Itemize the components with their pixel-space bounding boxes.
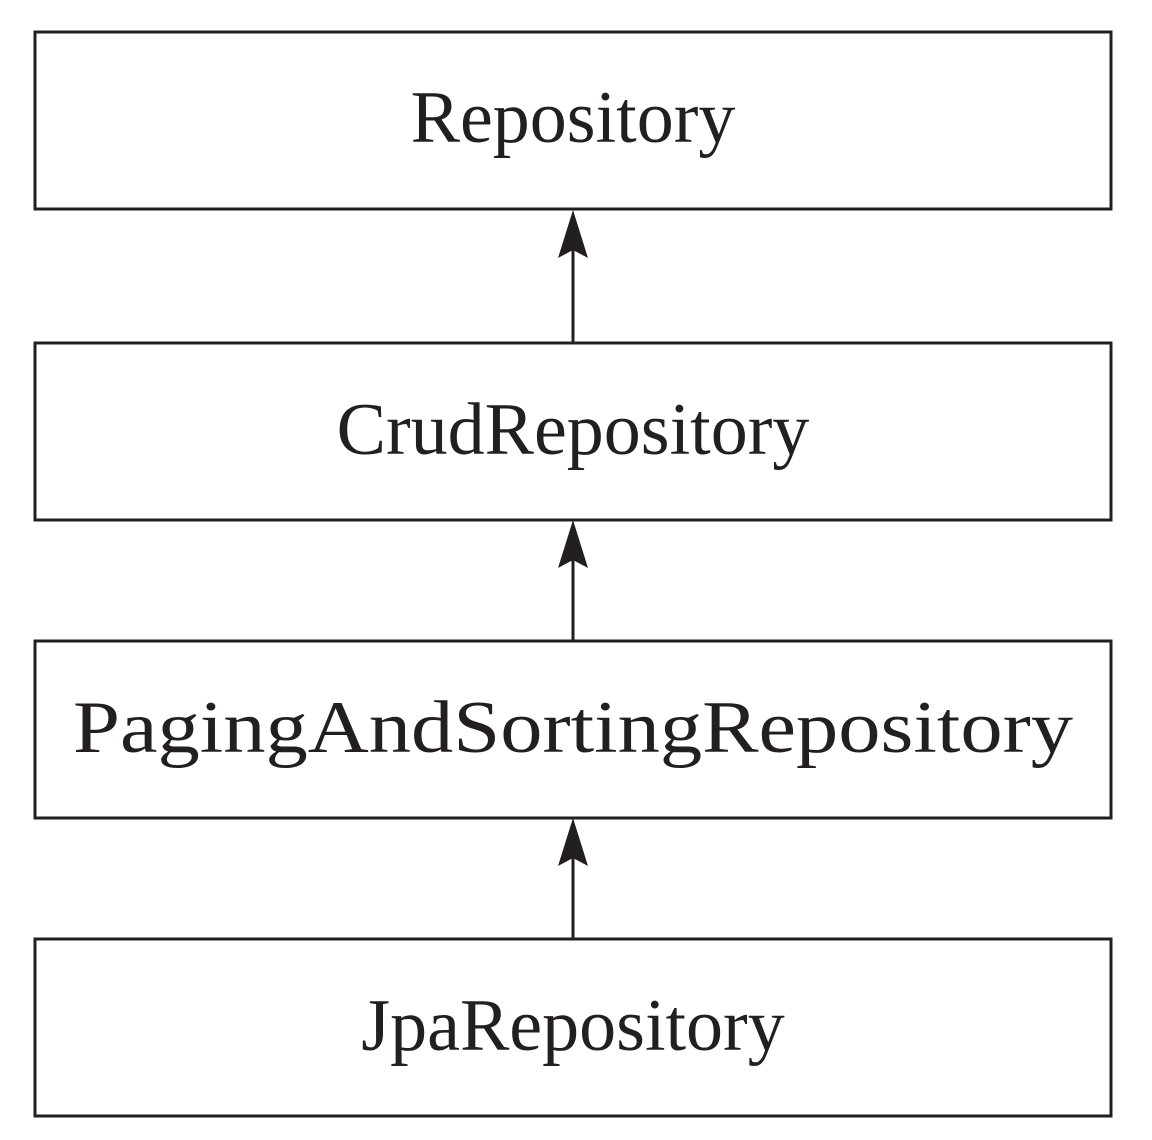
node-paging-and-sorting-repository: PagingAndSortingRepository [33,639,1113,820]
node-label: JpaRepository [361,985,784,1067]
edge-crud-to-repository [558,210,588,343]
edge-jpa-to-paging [558,818,588,939]
node-crud-repository: CrudRepository [33,341,1113,522]
node-label: CrudRepository [337,389,810,471]
node-box [33,30,1113,211]
node-box [33,341,1113,522]
node-box [33,937,1113,1118]
arrowhead-icon [558,818,588,866]
edge-paging-to-crud [558,520,588,641]
node-label: PagingAndSortingRepository [73,687,1073,769]
node-label: Repository [411,77,736,159]
node-jpa-repository: JpaRepository [33,937,1113,1118]
arrowhead-icon [558,210,588,258]
node-box [33,639,1113,820]
arrowhead-icon [558,520,588,568]
node-repository: Repository [33,30,1113,211]
